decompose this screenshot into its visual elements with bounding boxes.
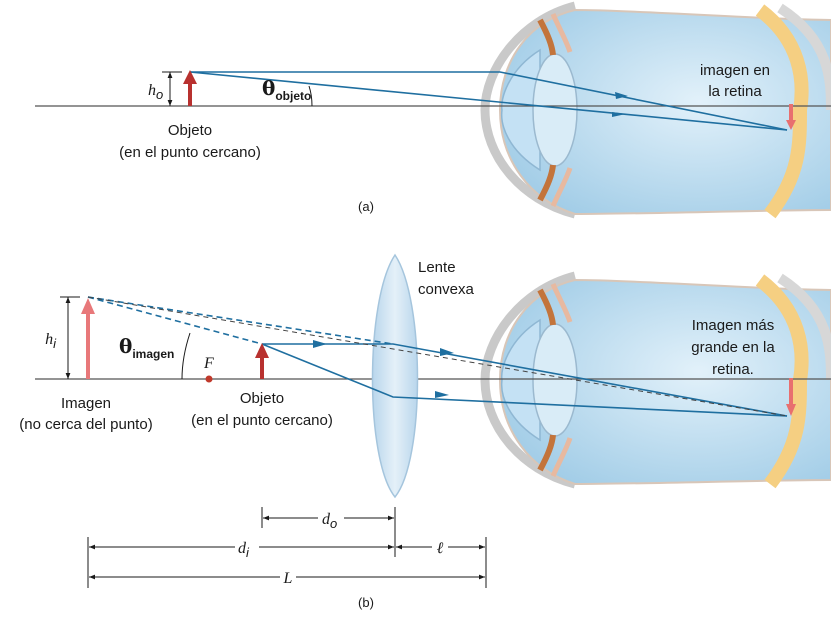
retina-label-b-1: Imagen más bbox=[692, 317, 775, 334]
panel-a: ho θobjeto Objeto (en el punto cercano) … bbox=[35, 1, 831, 219]
focal-point bbox=[205, 375, 213, 383]
svg-text:hi: hi bbox=[45, 331, 57, 351]
lens-label-1: Lente bbox=[418, 259, 456, 276]
virtual-ray-3 bbox=[87, 296, 788, 417]
retina-label-b-2: grande en la bbox=[691, 339, 775, 356]
do-sub: o bbox=[330, 516, 337, 531]
di-symbol: d bbox=[238, 540, 247, 557]
lens-label-2: convexa bbox=[418, 281, 475, 298]
theta-objeto-sub: objeto bbox=[275, 89, 311, 103]
ray-a-center bbox=[189, 71, 788, 131]
object-label-a-1: Objeto bbox=[168, 122, 212, 139]
theta-imagen-symbol: θ bbox=[119, 334, 132, 358]
di-sub: i bbox=[246, 545, 250, 560]
focal-label: F bbox=[203, 355, 214, 372]
do-symbol: d bbox=[322, 511, 331, 528]
ho-symbol: h bbox=[148, 82, 156, 99]
ray-b-bottom bbox=[261, 343, 788, 417]
retina-label-a-2: la retina bbox=[708, 83, 762, 100]
hi-symbol: h bbox=[45, 331, 53, 348]
panel-a-label: (a) bbox=[358, 199, 374, 214]
object-label-a-2: (en el punto cercano) bbox=[119, 144, 261, 161]
object-arrowhead-a bbox=[183, 70, 197, 84]
virtual-ray-2 bbox=[87, 296, 263, 345]
theta-objeto-symbol: θ bbox=[262, 76, 275, 100]
ray-a-top bbox=[190, 71, 788, 131]
svg-text:do: do bbox=[322, 511, 337, 531]
retina-label-b-3: retina. bbox=[712, 361, 754, 378]
theta-imagen-arc bbox=[181, 332, 191, 380]
L-symbol: L bbox=[283, 570, 293, 587]
panel-b: F hi θimagen Lente convexa Imagen (no ce… bbox=[19, 253, 831, 610]
ray-arrow-a-1 bbox=[615, 92, 628, 99]
theta-objeto-arc bbox=[308, 85, 313, 107]
image-label-2: (no cerca del punto) bbox=[19, 416, 152, 433]
panel-b-label: (b) bbox=[358, 595, 374, 610]
virtual-ray-1 bbox=[87, 296, 394, 345]
svg-text:di: di bbox=[238, 540, 250, 560]
image-label-1: Imagen bbox=[61, 395, 111, 412]
object-label-b-1: Objeto bbox=[240, 390, 284, 407]
svg-text:θimagen: θimagen bbox=[119, 334, 174, 361]
theta-imagen-sub: imagen bbox=[132, 347, 174, 361]
eye-a bbox=[480, 1, 831, 219]
retina-label-a-1: imagen en bbox=[700, 62, 770, 79]
ray-arrow-a-2 bbox=[612, 112, 626, 117]
eye-b bbox=[480, 271, 831, 489]
ho-sub: o bbox=[156, 87, 163, 102]
ell-symbol: ℓ bbox=[437, 540, 444, 557]
ray-b-top bbox=[262, 343, 788, 417]
convex-lens bbox=[371, 253, 419, 499]
object-label-b-2: (en el punto cercano) bbox=[191, 412, 333, 429]
svg-text:ho: ho bbox=[148, 82, 163, 102]
hi-sub: i bbox=[53, 336, 57, 351]
svg-text:θobjeto: θobjeto bbox=[262, 76, 311, 103]
